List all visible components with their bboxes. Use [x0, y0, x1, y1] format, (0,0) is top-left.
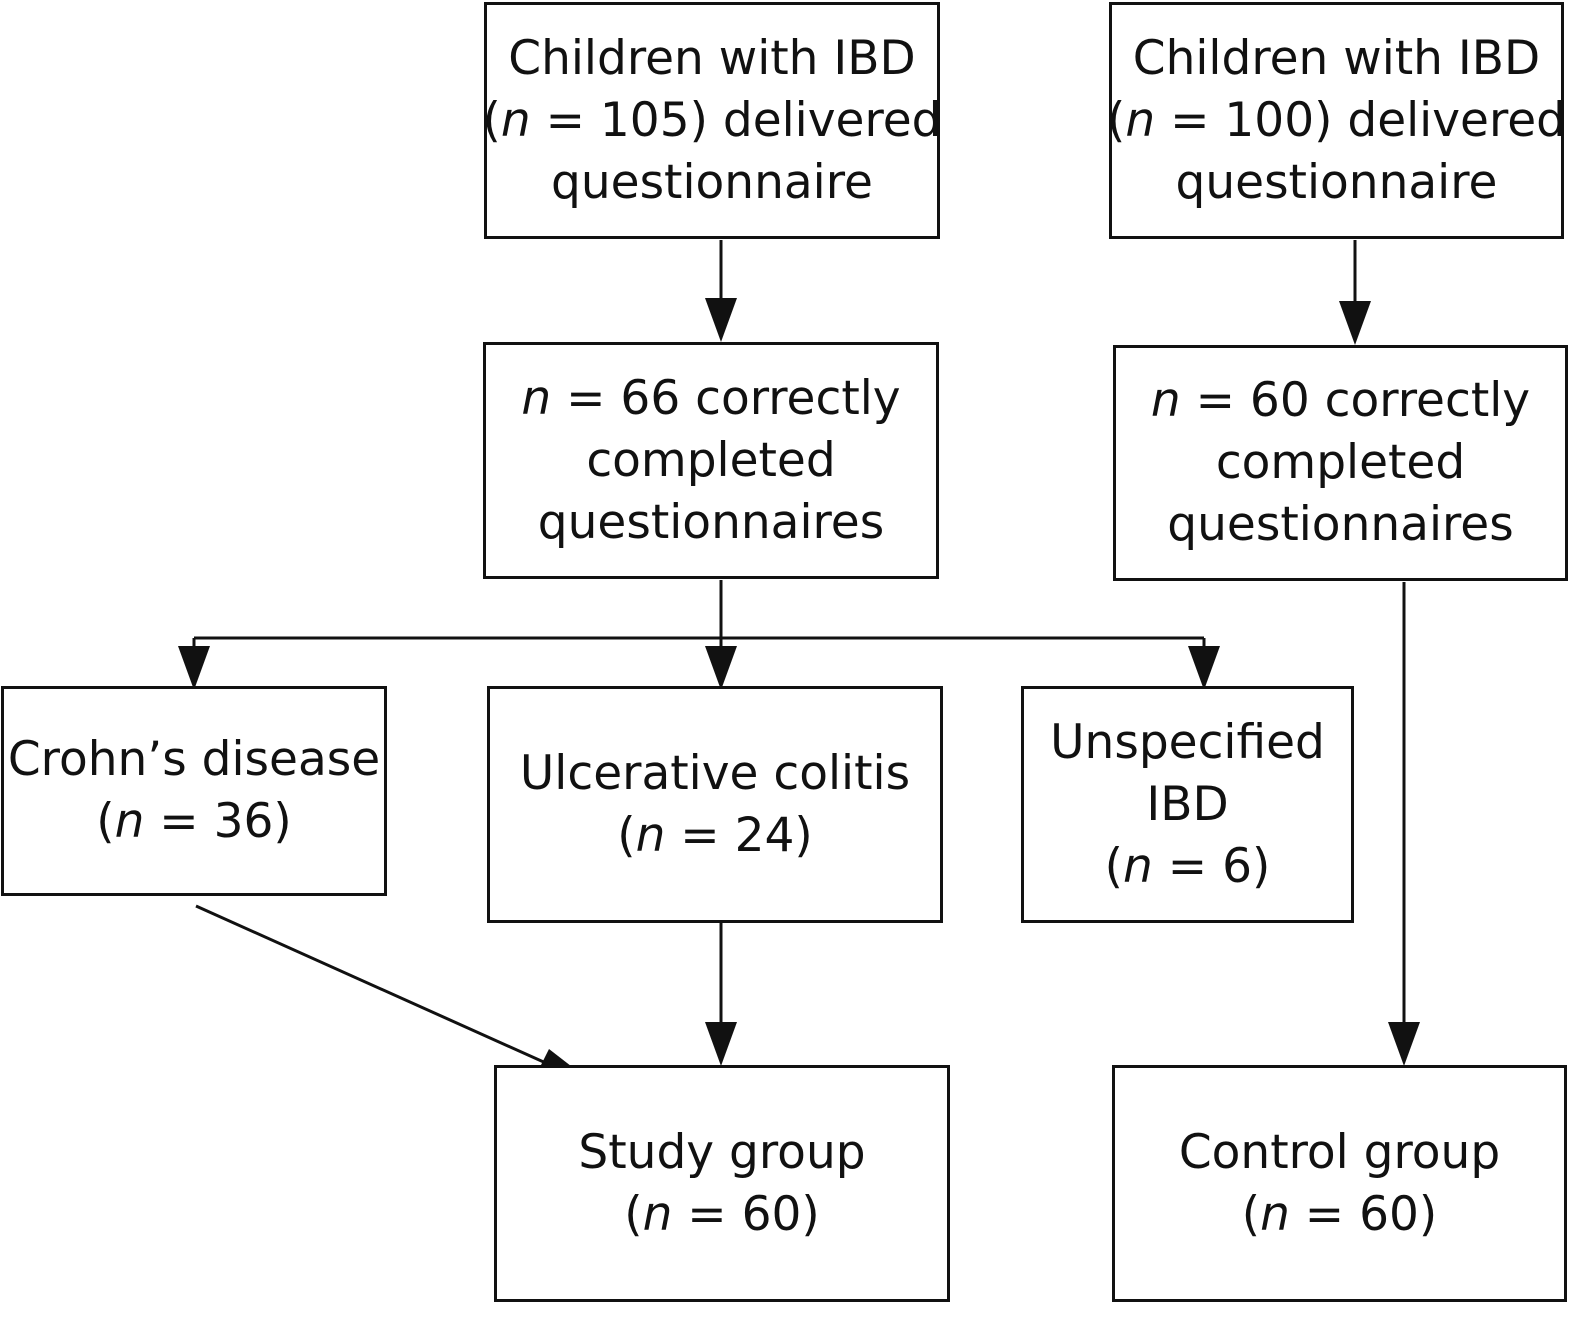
arrowhead [705, 1022, 737, 1066]
paren: ( [1241, 1186, 1261, 1242]
box-text-line: (n = 105) delivered [482, 90, 941, 152]
box-text-line: completed [1215, 435, 1466, 490]
n-symbol: n [1125, 92, 1156, 148]
box-study-group: Study group (n = 60) [494, 1065, 950, 1302]
paren: ( [1104, 838, 1124, 894]
arrowhead [1188, 646, 1220, 690]
arrowhead [1388, 1022, 1420, 1066]
n-symbol: n [114, 794, 145, 849]
box-text-line: n = 66 correctly [521, 368, 900, 430]
box-text-line: (n = 36) [96, 791, 292, 853]
paren: ( [96, 794, 115, 849]
paren: ( [617, 807, 636, 863]
n-symbol: n [642, 1186, 673, 1242]
paren: ( [482, 92, 501, 148]
arrowhead [1339, 301, 1371, 345]
box-text-line: completed [586, 432, 836, 488]
count-text: = 105) delivered [530, 92, 942, 148]
box-text-line: (n = 24) [617, 805, 813, 867]
count-text: = 6) [1152, 838, 1271, 894]
box-text-line: questionnaires [1167, 497, 1514, 552]
n-symbol: n [500, 92, 531, 148]
paren: ( [624, 1186, 643, 1242]
box-text-line: questionnaire [551, 154, 873, 210]
arrow-crohn-to-study [195, 904, 558, 1070]
box-text-line: Control group [1178, 1124, 1501, 1180]
box-ulcerative-colitis: Ulcerative colitis (n = 24) [487, 686, 943, 923]
arrowhead [178, 646, 210, 690]
box-text-line: (n = 6) [1105, 836, 1271, 898]
count-text: = 36) [144, 794, 292, 849]
box-text-line: Study group [578, 1124, 866, 1180]
box-control-group: Control group (n = 60) [1112, 1065, 1567, 1302]
box-text-line: Children with IBD [1132, 30, 1541, 86]
count-text: = 24) [665, 807, 813, 863]
box-text-line: questionnaire [1175, 154, 1498, 210]
count-text: = 60) [672, 1186, 820, 1242]
box-text-line: Unspecified [1050, 714, 1325, 770]
box-text-line: IBD [1146, 776, 1229, 832]
box-correctly-completed-ibd: n = 66 correctly completed questionnaire… [483, 342, 939, 579]
arrowhead [705, 298, 737, 342]
box-text-line: (n = 60) [624, 1184, 820, 1246]
box-text-line: Crohn’s disease [7, 732, 381, 787]
box-text-line: (n = 100) delivered [1107, 90, 1566, 152]
box-correctly-completed-control: n = 60 correctly completed questionnaire… [1113, 345, 1568, 581]
box-children-delivered-questionnaire-ibd: Children with IBD (n = 105) delivered qu… [482, 2, 942, 239]
count-text: = 60) [1289, 1186, 1438, 1242]
box-text-line: Children with IBD [508, 30, 916, 86]
box-crohns-disease: Crohn’s disease (n = 36) [1, 686, 387, 896]
n-symbol: n [1150, 373, 1181, 428]
n-symbol: n [1123, 838, 1153, 894]
count-text: = 100) delivered [1155, 92, 1567, 148]
arrowhead [705, 646, 737, 690]
paren: ( [1106, 92, 1126, 148]
count-text: = 60 correctly [1180, 373, 1531, 428]
n-symbol: n [635, 807, 666, 863]
box-text-line: questionnaires [537, 494, 885, 550]
n-symbol: n [521, 370, 552, 426]
box-text-line: Ulcerative colitis [519, 745, 911, 801]
box-text-line: (n = 60) [1242, 1184, 1438, 1246]
box-unspecified-ibd: Unspecified IBD (n = 6) [1021, 686, 1354, 923]
n-symbol: n [1260, 1186, 1290, 1242]
box-text-line: n = 60 correctly [1151, 370, 1530, 432]
box-children-delivered-questionnaire-control: Children with IBD (n = 100) delivered qu… [1107, 2, 1566, 239]
count-text: = 66 correctly [551, 370, 901, 426]
